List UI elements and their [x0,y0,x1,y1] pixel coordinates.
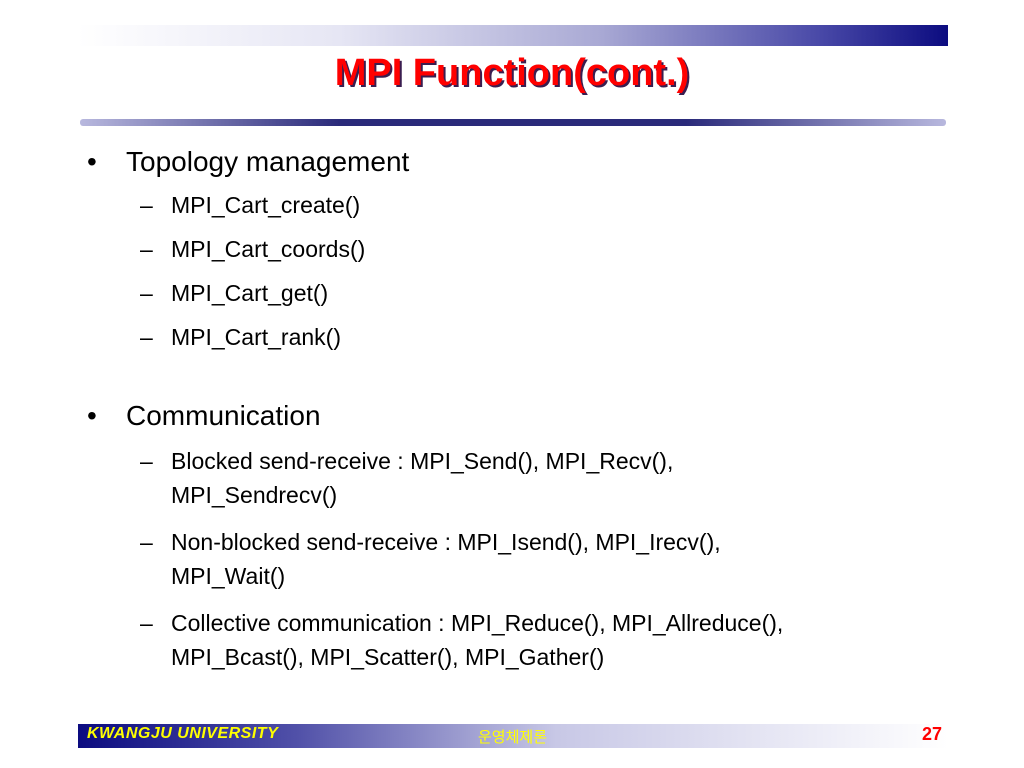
sub-item-line: Non-blocked send-receive : MPI_Isend(), … [171,529,721,555]
dash-icon: – [140,324,153,350]
slide-content: • Topology management – MPI_Cart_create(… [85,142,955,674]
dash-icon: – [140,448,153,474]
title-underline [80,119,946,126]
section-communication: • Communication – Blocked send-receive :… [85,396,955,674]
sub-item-line: MPI_Wait() [171,563,286,589]
bullet-heading: Topology management [126,146,410,177]
sub-item: – MPI_Cart_get() [85,276,955,310]
sub-item-text: MPI_Cart_get() [171,280,329,306]
dash-icon: – [140,192,153,218]
page-number: 27 [921,724,942,744]
footer-university: KWANGJU UNIVERSITY [87,725,279,742]
dash-icon: – [140,529,153,555]
sub-item-line: MPI_Sendrecv() [171,482,338,508]
section-topology: • Topology management – MPI_Cart_create(… [85,142,955,354]
sub-item-line: Collective communication : MPI_Reduce(),… [171,610,784,636]
dash-icon: – [140,280,153,306]
footer-bar: KWANGJU UNIVERSITY 운영체제론 27 [78,724,948,748]
sub-item-line: Blocked send-receive : MPI_Send(), MPI_R… [171,448,674,474]
bullet-item: • Topology management [85,142,955,182]
dash-icon: – [140,610,153,636]
sub-item: – MPI_Cart_create() [85,188,955,222]
bullet-dot-icon: • [87,146,97,177]
footer-course: 운영체제론 [478,728,548,746]
sub-item: – MPI_Cart_coords() [85,232,955,266]
sub-item: – Collective communication : MPI_Reduce(… [85,606,955,674]
top-gradient-bar [78,25,948,46]
sub-item: – Blocked send-receive : MPI_Send(), MPI… [85,444,955,512]
bullet-dot-icon: • [87,400,97,431]
bullet-item: • Communication [85,396,955,436]
bullet-heading: Communication [126,400,321,431]
sub-item-text: MPI_Cart_create() [171,192,361,218]
sub-item: – Non-blocked send-receive : MPI_Isend()… [85,525,955,593]
slide-title: MPI Function(cont.) [334,52,690,94]
sub-item: – MPI_Cart_rank() [85,320,955,354]
sub-item-line: MPI_Bcast(), MPI_Scatter(), MPI_Gather() [171,644,605,670]
sub-item-text: MPI_Cart_coords() [171,236,366,262]
sub-item-text: MPI_Cart_rank() [171,324,341,350]
dash-icon: – [140,236,153,262]
